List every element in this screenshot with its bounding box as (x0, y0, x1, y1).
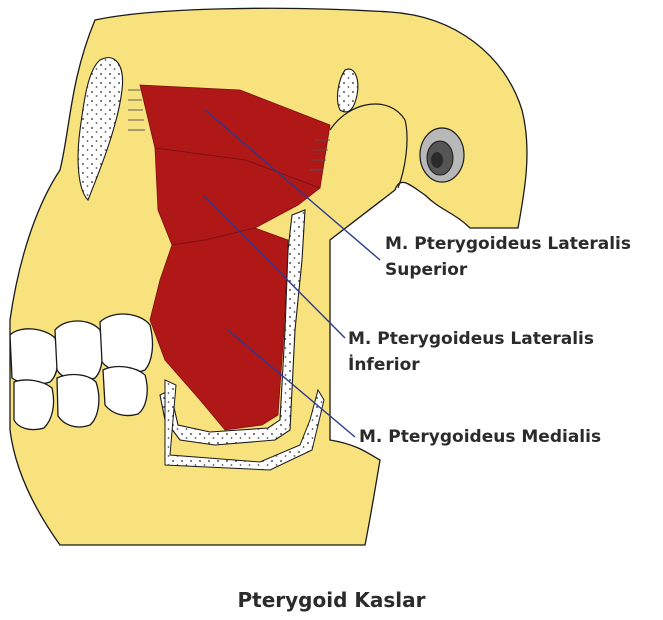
label-lateral-inferior-line1: M. Pterygoideus Lateralis (348, 327, 594, 352)
teeth (10, 314, 152, 430)
label-lateral-superior-line1: M. Pterygoideus Lateralis (385, 232, 631, 257)
figure-caption: Pterygoid Kaslar (0, 588, 663, 612)
label-medial-pterygoid: M. Pterygoideus Medialis (359, 425, 601, 450)
ear-canal (420, 128, 464, 182)
label-lateral-superior-line2: Superior (385, 258, 467, 283)
label-lateral-inferior-line2: İnferior (348, 353, 420, 378)
